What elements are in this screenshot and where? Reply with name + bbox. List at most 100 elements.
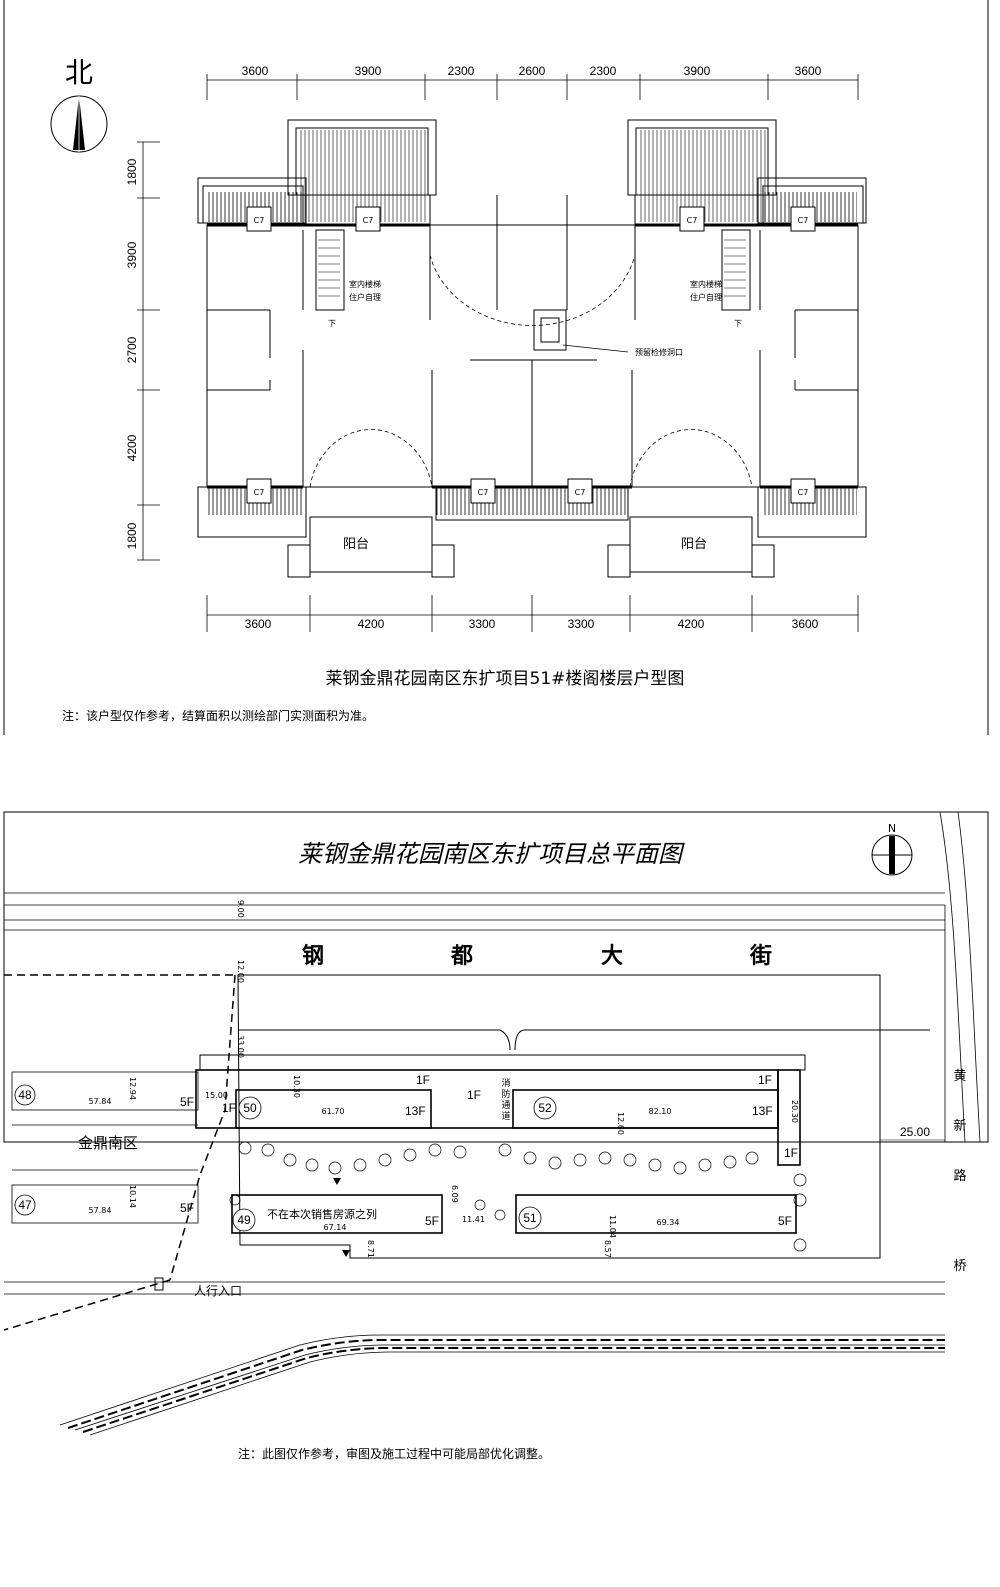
stair-note-right-2: 住户自理 (690, 292, 722, 302)
bottom-dims: 3600 4200 3300 3300 4200 3600 (245, 617, 819, 631)
misc-dim: 12.00 (236, 960, 245, 983)
label-1f: 1F (222, 1101, 236, 1115)
north-label: 北 (65, 56, 93, 89)
building-52-no: 52 (538, 1101, 552, 1115)
window-tag: C7 (363, 216, 374, 225)
door-arcs (309, 254, 753, 488)
street-char: 都 (450, 944, 473, 969)
building-51-no: 51 (523, 1211, 537, 1225)
top-dim: 2600 (519, 64, 546, 78)
misc-dim: 12.94 (128, 1077, 137, 1100)
bottom-dimension-line (206, 595, 859, 632)
left-dim: 4200 (125, 434, 139, 461)
building-52-floors: 13F (752, 1104, 773, 1118)
fire-lane-char: 通 (501, 1100, 510, 1111)
building-48-length: 57.84 (89, 1097, 112, 1106)
building-47-floors: 5F (180, 1201, 194, 1215)
misc-dim: 11.04 (608, 1215, 617, 1238)
building-51-floors: 5F (778, 1214, 792, 1228)
floor-plan-title: 莱钢金鼎花园南区东扩项目51#楼阁楼层户型图 (326, 669, 685, 689)
building-length-labels: 57.84 57.84 61.70 82.10 67.14 69.34 (89, 1097, 680, 1232)
misc-dim: 12.60 (616, 1112, 625, 1135)
top-dim: 2300 (590, 64, 617, 78)
fire-lane-char: 道 (501, 1110, 510, 1122)
bottom-dim: 3600 (245, 617, 272, 631)
site-plan-title: 莱钢金鼎花园南区东扩项目总平面图 (298, 840, 685, 868)
street-name: 钢 都 大 街 (302, 943, 772, 969)
stair-down-right: 下 (734, 319, 742, 328)
misc-dim: 6.09 (450, 1185, 459, 1203)
window-tag: C7 (575, 488, 586, 497)
misc-dim: 15.00 (205, 1091, 228, 1100)
building-48-floors: 5F (180, 1095, 194, 1109)
hatch-leader (562, 344, 629, 353)
stair-note-left-1: 室内楼梯 (349, 279, 381, 289)
label-1f: 1F (784, 1146, 798, 1160)
top-dim: 2300 (448, 64, 475, 78)
balcony-label-left: 阳台 (343, 537, 369, 552)
building-number-labels: 48 47 50 52 49 51 (18, 1088, 552, 1227)
top-dimension-line (206, 74, 859, 100)
window-tags (246, 206, 816, 504)
road-char: 新 (953, 1118, 966, 1134)
stair-note-right-1: 室内楼梯 (690, 279, 722, 289)
building-48-no: 48 (18, 1088, 32, 1102)
window-tag: C7 (254, 216, 265, 225)
bottom-dim: 3300 (568, 617, 595, 631)
fire-lane-char: 消 (501, 1077, 510, 1089)
site-boundary (3, 974, 236, 1331)
bottom-dim: 3300 (469, 617, 496, 631)
misc-dim: 9.00 (236, 900, 245, 918)
left-dim: 1800 (125, 158, 139, 185)
building-47-no: 47 (18, 1198, 32, 1212)
attic-floor-plan: 北 3600 3900 2300 2600 2300 3900 3600 180… (3, 0, 989, 735)
site-north-label: N (888, 822, 896, 835)
bottom-dim: 4200 (678, 617, 705, 631)
street-char: 钢 (302, 943, 324, 969)
road-name: 黄 新 路 桥 (953, 1069, 966, 1274)
new-buildings (195, 1069, 801, 1234)
left-dim: 1800 (125, 522, 139, 549)
top-dim: 3900 (684, 64, 711, 78)
left-dim: 3900 (125, 241, 139, 268)
site-plan-note: 注：此图仅作参考，审图及施工过程中可能局部优化调整。 (238, 1446, 550, 1461)
window-tag: C7 (478, 488, 489, 497)
entrance-marker-icon (154, 1277, 164, 1291)
building-50-no: 50 (243, 1101, 257, 1115)
trees (229, 1141, 807, 1252)
property-outline (199, 974, 930, 1259)
fire-lane-char: 防 (501, 1088, 510, 1100)
misc-dim: 8.71 (366, 1240, 375, 1258)
left-dim: 2700 (125, 336, 139, 363)
stair-treads (318, 239, 746, 297)
building-51-length: 69.34 (657, 1218, 680, 1227)
top-dim: 3600 (242, 64, 269, 78)
misc-dim: 8.57 (603, 1240, 612, 1258)
window-tag: C7 (254, 488, 265, 497)
road-char: 黄 (953, 1069, 966, 1084)
building-49-floors: 5F (425, 1214, 439, 1228)
building-49-no: 49 (237, 1213, 251, 1227)
road-char: 路 (953, 1168, 966, 1184)
neighbor-buildings (11, 1071, 199, 1224)
building-numbers (14, 1084, 557, 1232)
building-47-length: 57.84 (89, 1206, 112, 1215)
label-1f: 1F (416, 1073, 430, 1087)
window-tag: C7 (798, 216, 809, 225)
top-dim: 3600 (795, 64, 822, 78)
street-char: 大 (601, 944, 623, 969)
balcony-label-right: 阳台 (681, 537, 707, 552)
top-dim: 3900 (355, 64, 382, 78)
window-tag: C7 (798, 488, 809, 497)
left-dimension-line (137, 141, 160, 561)
label-1f: 1F (467, 1088, 481, 1102)
misc-dim: 20.30 (790, 1100, 799, 1123)
misc-dim: 33.00 (236, 1035, 245, 1058)
entry-arrow-icons (333, 1178, 350, 1257)
hatch-note: 预留检修洞口 (635, 347, 683, 357)
road-width: 25.00 (900, 1125, 930, 1139)
bottom-dim: 4200 (358, 617, 385, 631)
not-for-sale-label: 不在本次销售房源之列 (267, 1207, 377, 1221)
top-dims: 3600 3900 2300 2600 2300 3900 3600 (242, 64, 822, 78)
stair-note-left-2: 住户自理 (349, 292, 381, 302)
